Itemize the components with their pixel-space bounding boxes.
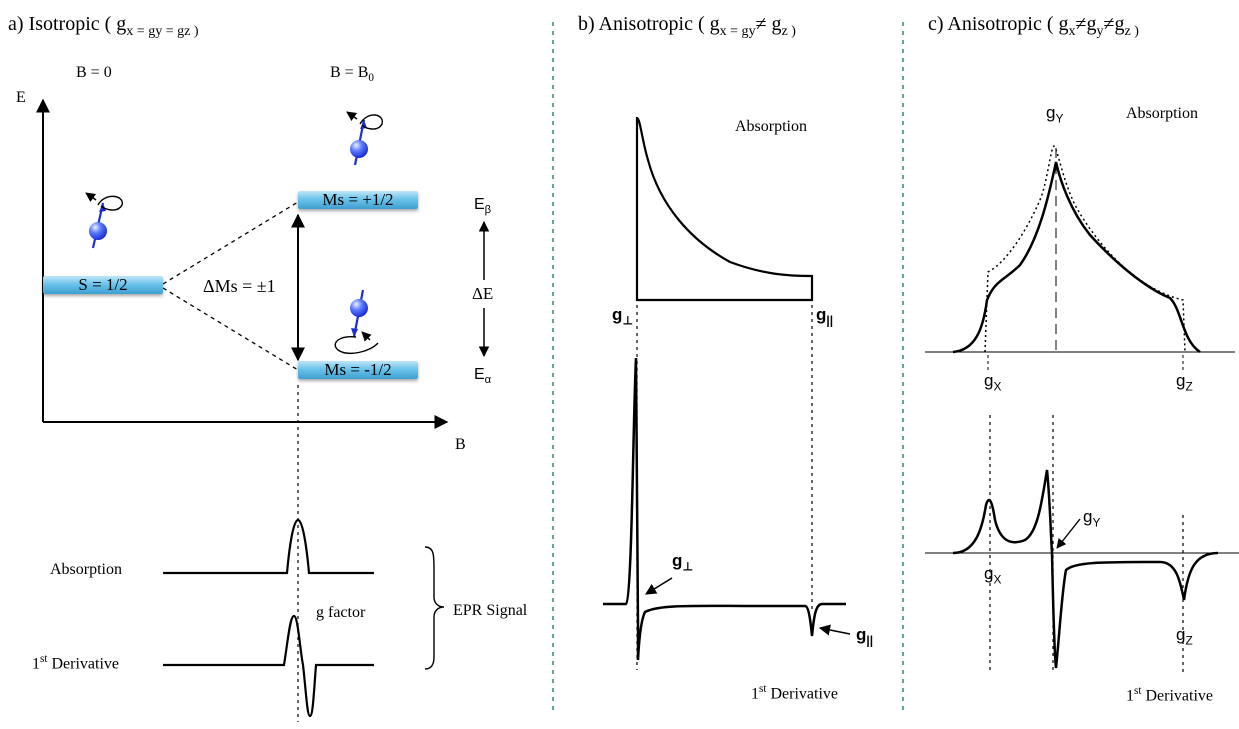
delta-e-label: ΔE	[472, 284, 494, 303]
b-absorption-curve	[635, 116, 814, 302]
split-down-line	[162, 287, 299, 371]
c-gx-bottom: gX	[984, 564, 1002, 587]
b-derivative-curve	[603, 357, 846, 661]
level-s-half: S = 1/2	[43, 276, 163, 294]
c-absorption-label: Absorption	[1126, 105, 1198, 122]
split-up-line	[162, 201, 299, 285]
e-alpha-label: Eα	[474, 366, 492, 387]
derivative-signal	[163, 614, 374, 718]
b-par-pointer	[818, 624, 851, 636]
level-ms-minus: Ms = -1/2	[298, 361, 418, 379]
c-gy-top: gY	[1046, 103, 1064, 126]
epr-signal-label: EPR Signal	[453, 602, 528, 619]
b-gperp-top: g⊥	[612, 305, 634, 328]
spin-s	[85, 192, 123, 249]
c-derivative-curve	[952, 469, 1219, 669]
c-gx-top: gX	[984, 371, 1002, 394]
e-axis-label: E	[16, 89, 26, 106]
panel-a-title: a) Isotropic ( gx = gy = gz )	[8, 13, 199, 39]
derivative-label: 1st Derivative	[32, 653, 119, 673]
panel-c-title: c) Anisotropic ( gx≠gy≠gz )	[928, 13, 1139, 39]
c-absorption-dotted	[984, 144, 1186, 353]
b-perp-pointer	[645, 577, 673, 595]
c-gy-pointer	[1056, 518, 1081, 549]
b-zero-label: B = 0	[76, 64, 112, 81]
c-gz-top: gZ	[1176, 371, 1193, 394]
b-b0-label: B = B0	[330, 64, 374, 85]
c-gz-bottom: gZ	[1176, 625, 1193, 648]
delta-ms-label: ΔMs = ±1	[203, 276, 276, 296]
c-absorption-solid	[952, 161, 1201, 354]
panel-b-title: b) Anisotropic ( gx = gy≠ gz )	[578, 13, 796, 39]
absorption-signal	[163, 518, 374, 575]
spin-down	[334, 289, 379, 354]
c-derivative-label: 1st Derivative	[1126, 685, 1213, 705]
c-gy-bottom: gY	[1083, 507, 1101, 530]
spin-up	[346, 111, 383, 166]
b-gperp-bottom: g⊥	[672, 551, 694, 574]
epr-brace	[424, 546, 445, 670]
g-factor-label: g factor	[316, 604, 366, 621]
b-axis-label: B	[455, 436, 466, 453]
e-beta-label: Eβ	[474, 196, 492, 217]
b-derivative-label: 1st Derivative	[751, 683, 838, 703]
b-gpar-top: g||	[816, 305, 834, 328]
level-ms-plus: Ms = +1/2	[298, 191, 418, 209]
absorption-label: Absorption	[50, 561, 122, 578]
b-absorption-label: Absorption	[735, 118, 807, 135]
b-gpar-bottom: g||	[856, 625, 874, 648]
